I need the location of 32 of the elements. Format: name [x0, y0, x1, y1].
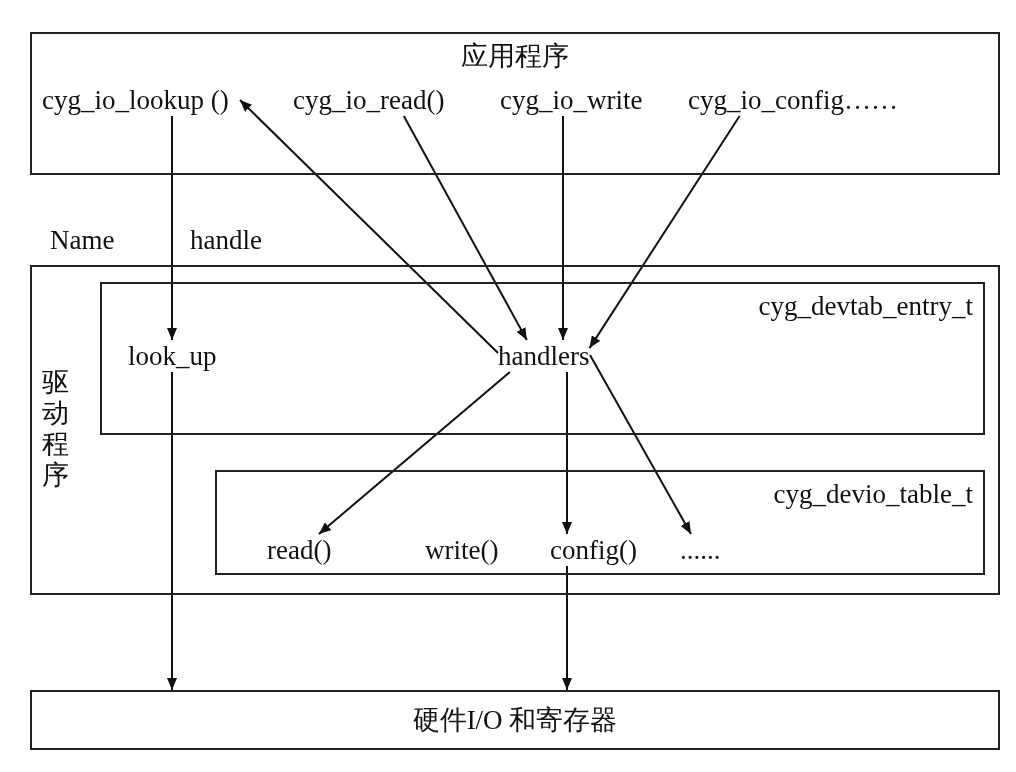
arrow [562, 565, 572, 691]
field-label: look_up [128, 340, 217, 372]
box-title: 驱动程序 [42, 367, 70, 491]
field-label: handlers [498, 340, 590, 372]
arrow [239, 99, 499, 354]
ellipsis-label: ...... [680, 534, 721, 566]
driver-box [30, 265, 1000, 595]
function-label: write() [425, 534, 499, 566]
function-label: cyg_io_lookup () [42, 84, 229, 116]
structure-name: cyg_devio_table_t [773, 478, 973, 510]
arrow [402, 115, 528, 341]
function-label: cyg_io_read() [293, 84, 445, 116]
application-box [30, 32, 1000, 175]
parameter-label: handle [190, 224, 262, 256]
parameter-label: Name [50, 224, 115, 256]
arrow [562, 371, 572, 535]
box-title: 硬件I/O 和寄存器 [412, 704, 618, 736]
arrow [317, 371, 511, 535]
function-label: cyg_io_config…… [688, 84, 898, 116]
hardware-box [30, 690, 1000, 750]
box-title: 应用程序 [461, 40, 569, 72]
arrow [588, 115, 741, 350]
function-label: cyg_io_write [500, 84, 643, 116]
structure-box [100, 282, 985, 435]
function-label: read() [267, 534, 332, 566]
function-label: config() [550, 534, 637, 566]
arrow [558, 115, 568, 341]
structure-name: cyg_devtab_entry_t [758, 290, 973, 322]
structure-box [215, 470, 985, 575]
arrow [167, 371, 177, 691]
arrow [589, 354, 692, 535]
arrow [167, 115, 177, 341]
